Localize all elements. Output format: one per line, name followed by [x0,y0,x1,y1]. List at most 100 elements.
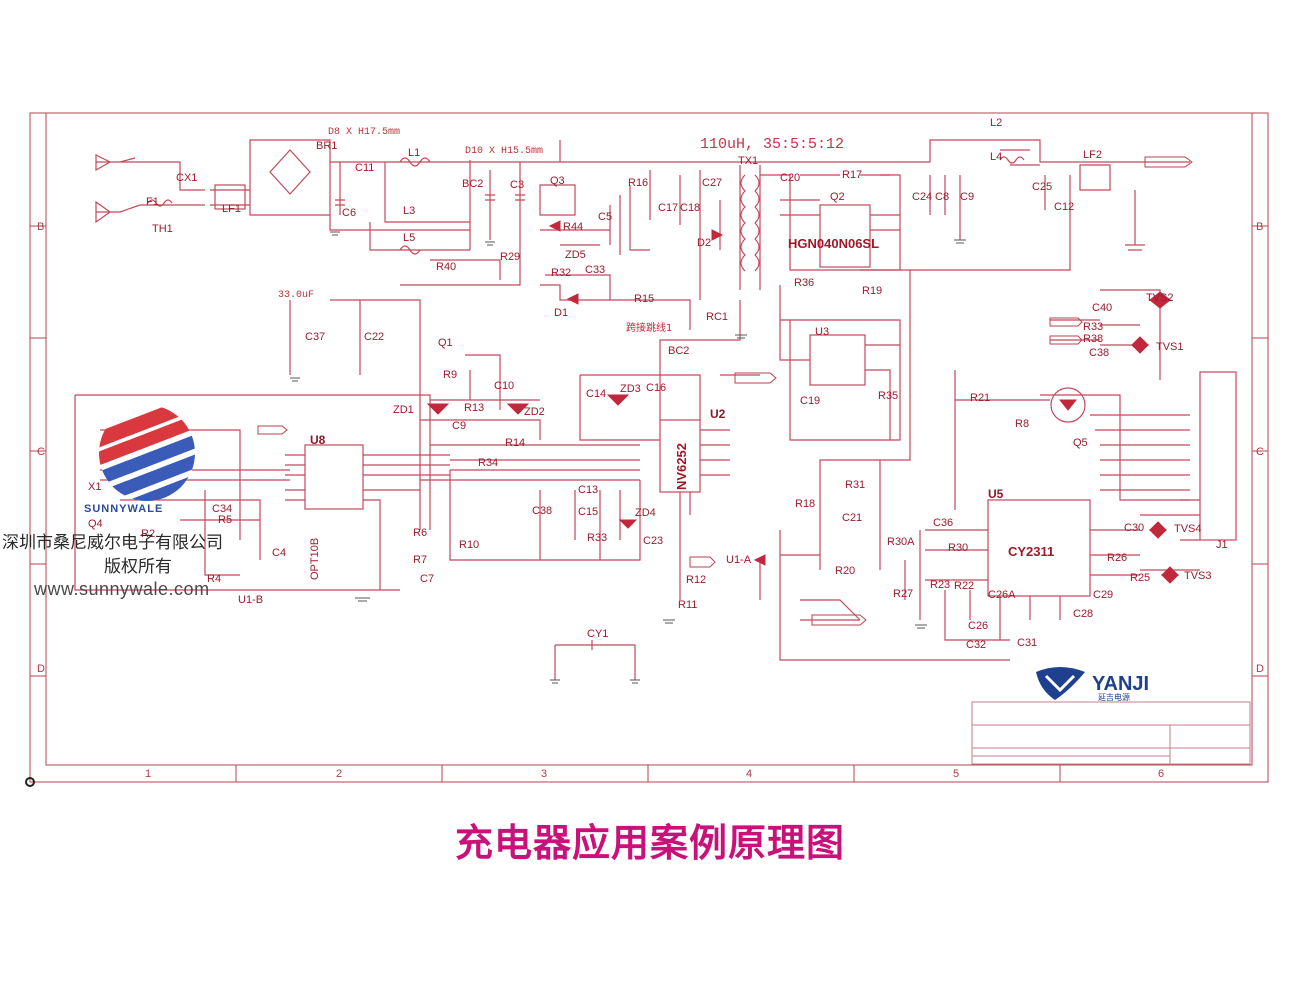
component-label-r18: R18 [795,498,815,510]
component-label-c6: C6 [342,207,356,219]
component-label-c7: C7 [420,573,434,585]
grid-labels: B C D B C D 1 2 3 4 5 6 [37,221,1264,780]
logo-text: YANJI [1092,673,1149,695]
component-label-r34: R34 [478,457,498,469]
diode-symbols [426,220,1180,584]
component-label-cy1: CY1 [587,628,608,640]
component-label-d2: D2 [697,237,711,249]
component-label-c4: C4 [272,547,286,559]
component-label-c33: C33 [585,264,605,276]
component-label-c28: C28 [1073,608,1093,620]
u3-label: U3 [815,326,829,338]
component-label-c10: C10 [494,380,514,392]
component-label-rc1: RC1 [706,311,728,323]
component-label-c24: C24 [912,191,932,203]
component-label-c38: C38 [1089,347,1109,359]
component-label-zd4: ZD4 [635,507,656,519]
component-label-r16: R16 [628,177,648,189]
cap-value-note: 33.0uF [278,290,314,301]
col-label-6: 6 [1158,768,1164,780]
component-label-c32: C32 [966,639,986,651]
component-label-c26: C26 [968,620,988,632]
watermark-company: 深圳市桑尼威尔电子有限公司 [2,533,223,553]
component-label-zd3: ZD3 [620,383,641,395]
component-label-tvs3: TVS3 [1184,570,1212,582]
wiring [74,139,1237,680]
component-label-c5: C5 [598,211,612,223]
component-label-r9: R9 [443,369,457,381]
bridge-size-note: D8 X H17.5mm [328,127,400,138]
ground-symbols [290,231,966,684]
component-label-tvs1: TVS1 [1156,341,1184,353]
mosfet-label: HGN040N06SL [788,236,879,251]
component-label-c12: C12 [1054,201,1074,213]
component-label-l1: L1 [408,147,420,159]
component-label-l5: L5 [403,232,415,244]
jumper-note: 跨接跳线1 [626,321,672,334]
component-label-bc2: BC2 [462,178,483,190]
component-label-c20: C20 [780,172,800,184]
component-label-c17: C17 [658,202,678,214]
component-label-c18: C18 [680,202,700,214]
component-label-q1: Q1 [438,337,453,349]
yanji-logo: YANJI 延吉电源 [1036,667,1149,702]
row-label-b-right: B [1256,221,1263,233]
component-label-c19: C19 [800,395,820,407]
transformer-spec-note: 110uH, 35:5:5:12 [700,136,844,153]
component-label-r14: R14 [505,437,525,449]
component-label-c21: C21 [842,512,862,524]
component-label-r33: R33 [587,532,607,544]
component-label-r13: R13 [464,402,484,414]
component-label-r19: R19 [862,285,882,297]
component-label-c34: C34 [212,503,232,515]
col-label-2: 2 [336,768,342,780]
component-label-r23: R23 [930,579,950,591]
sunnywale-logo [99,405,195,501]
component-label-lf1: LF1 [222,203,241,215]
component-label-th1: TH1 [152,223,173,235]
component-label-r20: R20 [835,565,855,577]
connector-tags [257,156,1193,626]
component-label-r5: R5 [218,514,232,526]
component-label-r12: R12 [686,574,706,586]
col-label-4: 4 [746,768,752,780]
component-label-r36: R36 [794,277,814,289]
component-label-r31: R31 [845,479,865,491]
col-label-1: 1 [145,768,151,780]
component-label-r8: R8 [1015,418,1029,430]
component-label-c13: C13 [578,484,598,496]
cy2311-label: CY2311 [1008,544,1054,559]
component-label-c11: C11 [355,162,374,174]
component-label-l4: L4 [990,151,1002,163]
component-label-r15: R15 [634,293,654,305]
component-label-c14: C14 [586,388,606,400]
row-label-d-right: D [1256,663,1264,675]
component-label-c25: C25 [1032,181,1052,193]
component-label-tvs2: TVS2 [1146,292,1174,304]
u1a-label: U1-A [726,554,752,566]
component-label-c22: C22 [364,331,384,343]
cap-size-note: D10 X H15.5mm [465,146,543,157]
row-label-c: C [37,446,45,458]
component-label-c23: C23 [643,535,663,547]
col-label-5: 5 [953,768,959,780]
drawing-frame [29,112,1269,783]
component-label-r10: R10 [459,539,479,551]
component-label-q4: Q4 [88,518,103,530]
component-label-r44: R44 [563,221,583,233]
component-label-l2: L2 [990,117,1002,129]
u5-label: U5 [988,487,1004,501]
component-label-bc2: BC2 [668,345,689,357]
component-label-r30a: R30A [887,536,915,548]
component-label-r11: R11 [678,599,697,611]
component-label-r22: R22 [954,580,974,592]
component-label-c30: C30 [1124,522,1144,534]
opto-label: OPT10B [309,538,321,580]
component-label-c40: C40 [1092,302,1112,314]
component-label-r7: R7 [413,554,427,566]
component-label-r21: R21 [970,392,990,404]
corner-marker [25,777,35,787]
component-label-zd2: ZD2 [524,406,545,418]
